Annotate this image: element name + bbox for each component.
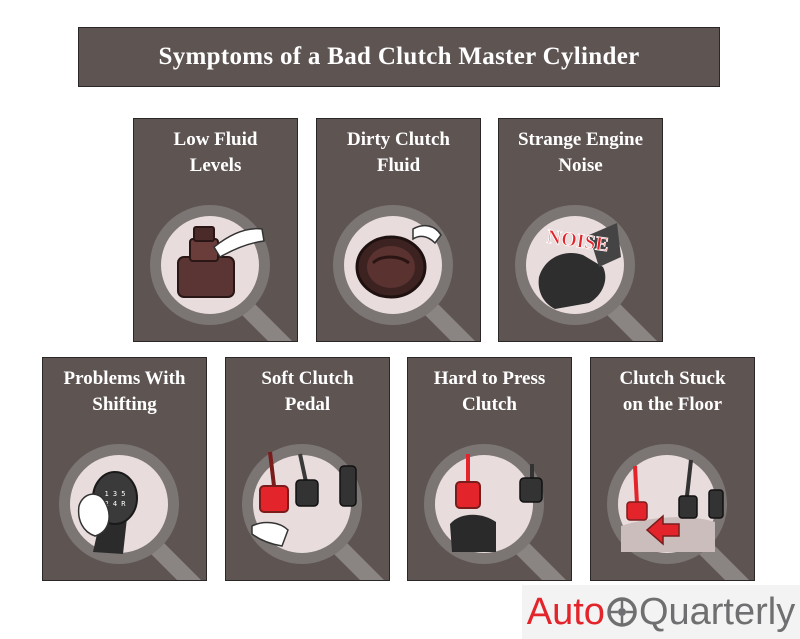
card-label: Problems With Shifting bbox=[63, 368, 186, 415]
card-soft-clutch-pedal: Soft Clutch Pedal bbox=[225, 357, 390, 581]
card-clutch-stuck-on-floor: Clutch Stuck on the Floor bbox=[590, 357, 755, 581]
soft-pedal-icon bbox=[242, 444, 384, 580]
logo-auto: Auto bbox=[526, 590, 605, 633]
wheel-icon bbox=[607, 597, 637, 627]
card-label: Hard to Press Clutch bbox=[433, 368, 546, 415]
card-label: Soft Clutch Pedal bbox=[261, 368, 354, 415]
card-low-fluid-levels: Low Fluid Levels bbox=[133, 118, 298, 342]
card-problems-with-shifting: Problems With Shifting 1 3 5 2 4 R bbox=[42, 357, 207, 581]
autoquarterly-logo: Auto Quarterly bbox=[522, 585, 800, 639]
card-strange-engine-noise: Strange Engine Noise NOISE bbox=[498, 118, 663, 342]
card-label: Clutch Stuck on the Floor bbox=[619, 368, 726, 415]
gear-shifter-icon: 1 3 5 2 4 R bbox=[59, 444, 201, 580]
gear-pattern-bottom: 2 4 R bbox=[104, 500, 126, 508]
card-label: Dirty Clutch Fluid bbox=[347, 129, 450, 176]
engine-noise-icon: NOISE bbox=[515, 205, 657, 341]
hard-pedal-icon bbox=[424, 444, 566, 580]
page-title: Symptoms of a Bad Clutch Master Cylinder bbox=[78, 27, 720, 87]
card-label: Low Fluid Levels bbox=[173, 129, 258, 176]
stuck-pedal-icon bbox=[607, 444, 749, 580]
card-hard-to-press-clutch: Hard to Press Clutch bbox=[407, 357, 572, 581]
fluid-reservoir-icon bbox=[150, 205, 292, 341]
gear-pattern-top: 1 3 5 bbox=[104, 490, 125, 498]
card-dirty-clutch-fluid: Dirty Clutch Fluid bbox=[316, 118, 481, 342]
dirty-fluid-icon bbox=[333, 205, 475, 341]
card-label: Strange Engine Noise bbox=[517, 129, 644, 176]
logo-quarterly: Quarterly bbox=[638, 590, 796, 633]
arrow-left-icon bbox=[645, 514, 680, 546]
